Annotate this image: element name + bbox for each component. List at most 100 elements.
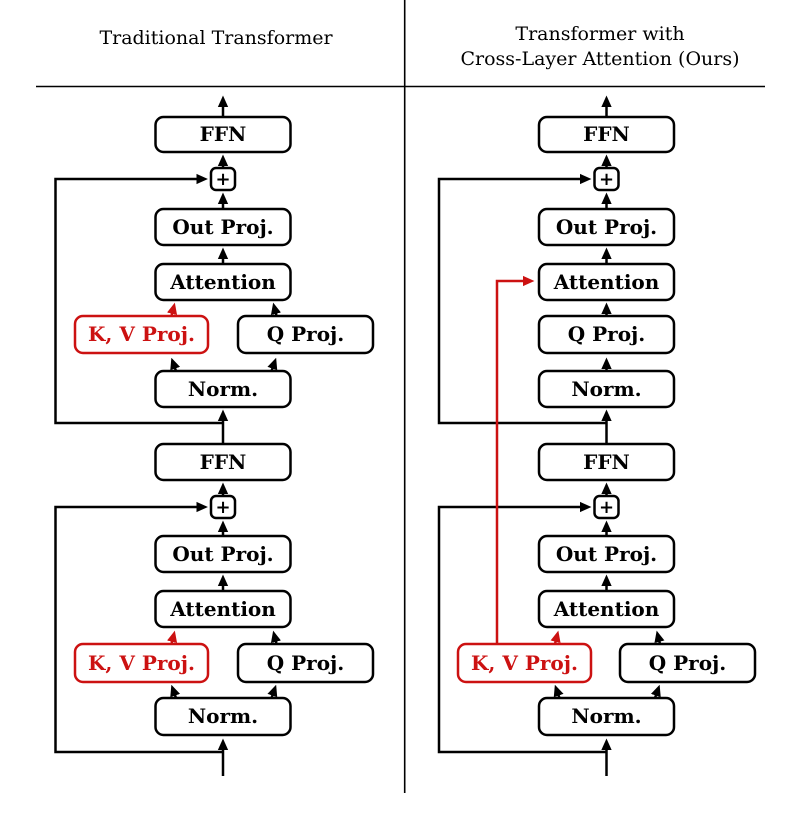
cla-upper-qproj-label: Q Proj. (568, 322, 646, 346)
trad-lower-outproj-rect (154, 534, 292, 574)
trad-upper-residual-path (54, 173, 223, 425)
trad-lower-outproj-box: Out Proj. (154, 534, 292, 574)
cla-lower-outproj-rect (537, 534, 676, 574)
cla-upper-attention-rect (537, 262, 676, 302)
trad-upper-outproj-rect (154, 207, 292, 247)
cla-upper-ffn-rect (537, 115, 676, 154)
cla-lower-attention-rect (537, 589, 676, 629)
cla-lower-kvproj-box: K, V Proj. (456, 642, 593, 684)
cla-lower-norm-label: Norm. (571, 704, 641, 728)
cla-upper-qproj-box: Q Proj. (537, 314, 676, 355)
trad-upper-ffn-box: FFN (154, 115, 292, 154)
trad-upper-qproj-label: Q Proj. (267, 322, 345, 346)
trad-upper-qproj-to-attention-arrow (270, 302, 281, 317)
trad-upper-attention-box: Attention (154, 262, 292, 302)
cla-lower-add-node: + (593, 494, 620, 520)
cla-lower-ffn-box: FFN (537, 442, 676, 482)
trad-lower-qproj-to-attention-arrow (270, 630, 281, 645)
cla-upper-attention-box: Attention (537, 262, 676, 302)
trad-upper-add-node: + (209, 166, 237, 192)
cla-lower-kvproj-rect (456, 642, 593, 684)
cla-lower-norm-rect (537, 696, 676, 737)
trad-lower-qproj-label: Q Proj. (267, 651, 345, 675)
cla-upper-ffn-label: FFN (583, 122, 630, 146)
cla-upper-attention-label: Attention (553, 270, 660, 294)
trad-lower-ffn-box: FFN (154, 442, 292, 482)
trad-upper-norm-box: Norm. (154, 369, 292, 409)
trad-lower-kvproj-label: K, V Proj. (88, 651, 195, 675)
trad-lower-norm-label: Norm. (188, 704, 258, 728)
cla-lower-norm-to-kvproj-arrow (553, 684, 564, 699)
trad-upper-ffn-label: FFN (200, 122, 247, 146)
trad-upper-ffn-rect (154, 115, 292, 154)
cla-flow-lines (437, 95, 665, 776)
cla-upper-norm-box: Norm. (537, 369, 676, 409)
cla-upper-add-label: + (599, 169, 614, 190)
cla-lower-kvproj-label: K, V Proj. (471, 651, 578, 675)
cla-lower-norm-to-qproj-arrow (650, 684, 661, 699)
left-panel-title: Traditional Transformer (99, 27, 333, 49)
trad-upper-qproj-rect (236, 314, 375, 355)
cla-lower-kvproj-to-attention-arrow (550, 630, 561, 645)
trad-lower-norm-to-kvproj-arrow (170, 684, 181, 699)
trad-lower-ffn-label: FFN (200, 450, 247, 474)
trad-lower-qproj-rect (236, 642, 375, 684)
trad-lower-attention-label: Attention (169, 597, 276, 621)
cla-lower-add-label: + (599, 497, 614, 518)
cla-lower-ffn-label: FFN (583, 450, 630, 474)
trad-flow-lines (54, 95, 281, 776)
trad-lower-norm-box: Norm. (154, 696, 292, 737)
cla-upper-qproj-rect (537, 314, 676, 355)
trad-upper-attention-label: Attention (169, 270, 276, 294)
trad-upper-norm-to-kvproj-arrow (170, 357, 181, 372)
trad-lower-outproj-label: Out Proj. (172, 542, 273, 566)
trad-lower-kvproj-box: K, V Proj. (73, 642, 210, 684)
trad-upper-kvproj-box: K, V Proj. (73, 314, 210, 355)
cla-lower-residual-path (437, 501, 607, 754)
trad-lower-residual-path (54, 501, 223, 754)
trad-upper-norm-rect (154, 369, 292, 409)
trad-upper-norm-label: Norm. (188, 377, 258, 401)
trad-upper-norm-to-qproj-arrow (267, 357, 278, 372)
trad-upper-kvproj-to-attention-arrow (167, 302, 178, 317)
cla-lower-norm-box: Norm. (537, 696, 676, 737)
trad-lower-norm-rect (154, 696, 292, 737)
trad-upper-add-rect (209, 166, 237, 192)
trad-lower-kvproj-to-attention-arrow (167, 630, 178, 645)
trad-upper-outproj-box: Out Proj. (154, 207, 292, 247)
cla-upper-norm-rect (537, 369, 676, 409)
right-panel-title-line-2: Cross-Layer Attention (Ours) (460, 48, 739, 70)
trad-lower-attention-box: Attention (154, 589, 292, 629)
cla-upper-add-node: + (593, 166, 620, 192)
trad-lower-add-node: + (209, 494, 237, 520)
trad-upper-add-label: + (215, 169, 230, 190)
cla-lower-add-rect (593, 494, 620, 520)
cla-lower-attention-label: Attention (553, 597, 660, 621)
cla-upper-outproj-label: Out Proj. (556, 215, 657, 239)
cla-upper-outproj-rect (537, 207, 676, 247)
trad-lower-add-label: + (215, 497, 230, 518)
trad-upper-attention-rect (154, 262, 292, 302)
trad-upper-kvproj-rect (73, 314, 210, 355)
trad-upper-qproj-box: Q Proj. (236, 314, 375, 355)
trad-lower-add-rect (209, 494, 237, 520)
cla-lower-qproj-to-attention-arrow (654, 630, 665, 645)
cla-upper-norm-label: Norm. (571, 377, 641, 401)
trad-lower-ffn-rect (154, 442, 292, 482)
cla-lower-outproj-label: Out Proj. (556, 542, 657, 566)
right-panel-title-line-1: Transformer with (515, 23, 684, 45)
cla-lower-qproj-box: Q Proj. (618, 642, 757, 684)
cla-lower-outproj-box: Out Proj. (537, 534, 676, 574)
cla-lower-attention-box: Attention (537, 589, 676, 629)
trad-lower-norm-to-qproj-arrow (267, 684, 278, 699)
cla-upper-ffn-box: FFN (537, 115, 676, 154)
cla-lower-qproj-label: Q Proj. (649, 651, 727, 675)
trad-lower-kvproj-rect (73, 642, 210, 684)
cla-upper-residual-path (437, 173, 607, 425)
cla-cross-layer-kv-path (495, 275, 535, 644)
traditional-transformer-diagram: FFN + Out Proj. Attention K, V Proj. Q P… (54, 95, 375, 776)
cross-layer-attention-diagram: FFN + Out Proj. Attention Q Proj. Norm. … (437, 95, 757, 776)
cla-lower-ffn-rect (537, 442, 676, 482)
trad-lower-attention-rect (154, 589, 292, 629)
